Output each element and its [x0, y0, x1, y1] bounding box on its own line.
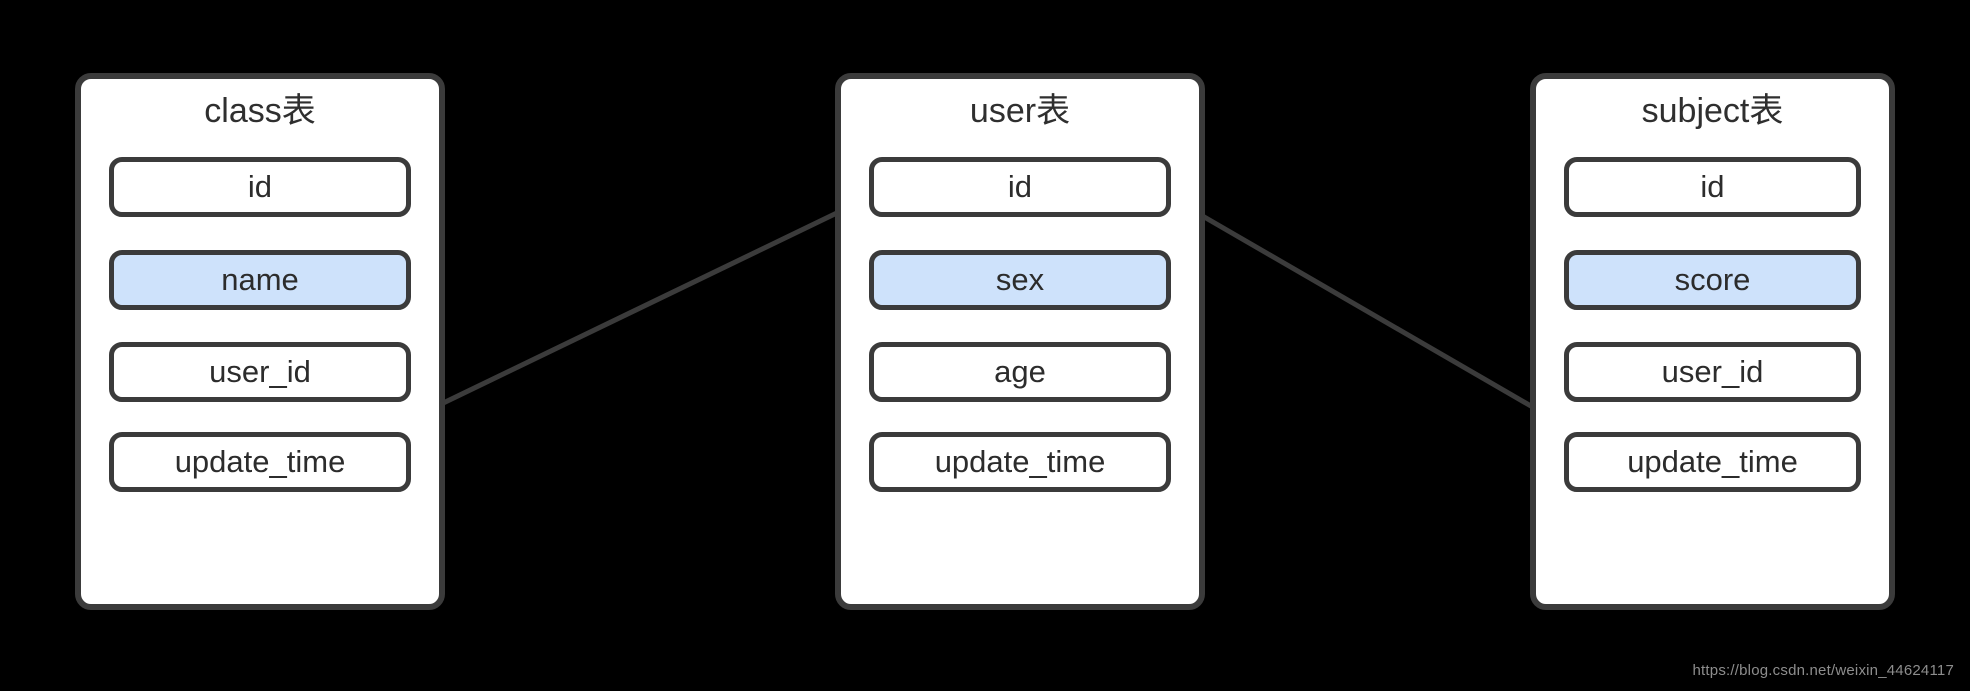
link-class-userid-to-user-id — [403, 193, 875, 424]
field-user-sex[interactable]: sex — [869, 250, 1171, 310]
field-class-id[interactable]: id — [109, 157, 411, 217]
field-class-update-time[interactable]: update_time — [109, 432, 411, 492]
table-title-class: class表 — [204, 92, 316, 130]
field-subject-update-time[interactable]: update_time — [1564, 432, 1861, 492]
field-list-subject: id score user_id update_time — [1564, 157, 1861, 492]
field-class-user-id[interactable]: user_id — [109, 342, 411, 402]
watermark-text: https://blog.csdn.net/weixin_44624117 — [1692, 662, 1954, 679]
table-card-subject[interactable]: subject表 id score user_id update_time — [1530, 73, 1895, 610]
field-class-name[interactable]: name — [109, 250, 411, 310]
table-card-class[interactable]: class表 id name user_id update_time — [75, 73, 445, 610]
field-subject-user-id[interactable]: user_id — [1564, 342, 1861, 402]
field-user-id[interactable]: id — [869, 157, 1171, 217]
table-title-subject: subject表 — [1641, 92, 1784, 130]
table-card-user[interactable]: user表 id sex age update_time — [835, 73, 1205, 610]
field-subject-id[interactable]: id — [1564, 157, 1861, 217]
link-user-id-to-subject-userid — [1165, 193, 1565, 427]
field-user-update-time[interactable]: update_time — [869, 432, 1171, 492]
field-list-class: id name user_id update_time — [109, 157, 411, 492]
table-title-user: user表 — [969, 92, 1071, 130]
field-user-age[interactable]: age — [869, 342, 1171, 402]
field-list-user: id sex age update_time — [869, 157, 1171, 492]
field-subject-score[interactable]: score — [1564, 250, 1861, 310]
